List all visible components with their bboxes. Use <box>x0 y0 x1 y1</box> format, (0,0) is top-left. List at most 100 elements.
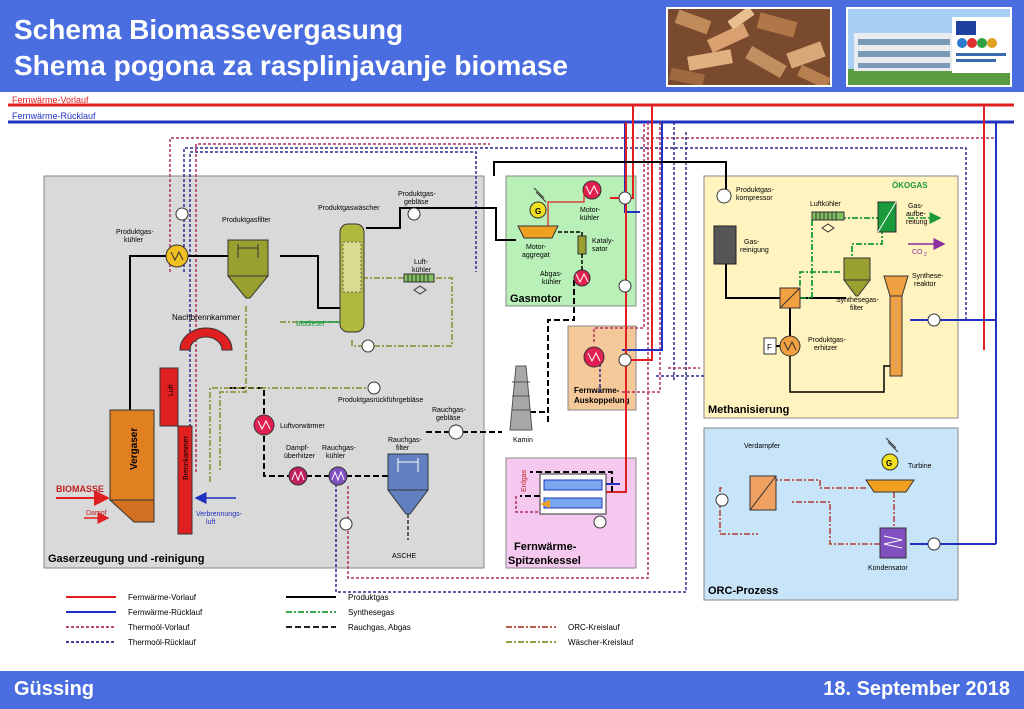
produktgaserhitzer-label-1: Produktgas- <box>808 337 846 344</box>
top-heating-lines: Fernwärme-Vorlauf Fernwärme-Rücklauf <box>8 95 1014 124</box>
product-gas-lines <box>129 161 846 412</box>
gasreinigung-label-1: Gas- <box>744 239 760 246</box>
gasmotor-components: G Motor- aggregat Motor- kühler Kataly- … <box>517 180 614 287</box>
legend-label: Rauchgas, Abgas <box>348 623 411 632</box>
legend: Fernwärme-VorlaufFernwärme-RücklaufTherm… <box>66 593 634 647</box>
pump-icon <box>927 313 941 327</box>
rauchgasfilter-label-1: Rauchgas- <box>388 437 423 444</box>
produktgasgeblaese-label-1: Produktgas- <box>398 191 436 198</box>
produktgasgeblaese: Produktgas- gebläse <box>398 191 436 221</box>
produktgaswaescher: Produktgaswäscher Biodiesel <box>296 205 380 333</box>
produktgaskuehler-label-1: Produktgas- <box>116 229 154 236</box>
pump-icon <box>175 207 189 221</box>
co2-subscript: 2 <box>924 252 927 258</box>
generator-icon: G <box>535 207 541 216</box>
synthesegasfilter-label-2: filter <box>850 305 864 312</box>
katalysator-label-2: sator <box>592 246 608 253</box>
title-german: Schema Biomassevergasung <box>14 14 404 45</box>
orc-section-box <box>703 427 959 601</box>
fw-auskoppelung-title-1: Fernwärme- <box>574 386 620 395</box>
methanisierung-section-title: Methanisierung <box>708 404 789 416</box>
footer-location: Güssing <box>14 678 95 700</box>
orc-generator-icon: G <box>886 459 892 468</box>
gas-section-title: Gaserzeugung und -reinigung <box>48 553 204 565</box>
motorkuehler-label-1: Motor- <box>580 207 601 214</box>
gasaufbereitung-label-1: Gas- <box>908 203 924 210</box>
produktgasfilter: Produktgasfilter <box>222 217 271 299</box>
verdampfer-label: Verdampfer <box>744 443 781 450</box>
legend-label: ORC-Kreislauf <box>568 623 620 632</box>
pump-icon <box>361 339 375 353</box>
motoraggregat-label-1: Motor- <box>526 244 547 251</box>
synthesereaktor-label-2: reaktor <box>914 281 936 288</box>
dampfueberhitzer-label-2: überhitzer <box>284 453 316 460</box>
luftkuehler-gas: Luft- kühler <box>403 259 435 295</box>
rauchgasgeblaese-label-2: gebläse <box>436 415 461 422</box>
pump-icon <box>339 517 353 531</box>
luftkuehler-gas-label-1: Luft- <box>414 259 429 266</box>
flue-gas-lines <box>230 280 613 497</box>
luftvorwaermer-label: Luftvorwärmer <box>280 423 325 430</box>
pump-icon <box>618 191 632 205</box>
spitzenkessel: Erdgas <box>521 469 607 515</box>
fw-auskoppelung-title-2: Auskoppelung <box>574 396 630 405</box>
building-photo <box>846 7 1012 87</box>
pump-icon <box>618 279 632 293</box>
wood-chips-photo <box>666 7 832 87</box>
fw-spitzen-title-2: Spitzenkessel <box>508 555 581 567</box>
luft-label: Luft <box>168 384 175 396</box>
pump-icon <box>927 537 941 551</box>
legend-label: Fernwärme-Vorlauf <box>128 593 197 602</box>
fw-auskoppelung-exchanger <box>583 346 605 368</box>
pump-icon <box>367 381 381 395</box>
dampfueberhitzer-label-1: Dampf- <box>286 445 310 452</box>
legend-label: Wäscher-Kreislauf <box>568 638 634 647</box>
gasmotor-section-title: Gasmotor <box>510 293 563 305</box>
rauchgaskuehler: Rauchgas- kühler <box>322 445 357 486</box>
header-bar: Schema Biomassevergasung Shema pogona za… <box>0 0 1024 92</box>
luftkuehler-meth-label: Luftkühler <box>810 201 841 208</box>
produktgaskompressor-label-1: Produktgas- <box>736 187 774 194</box>
produktgasrueckfuehr-label: Produktgasrückführgebläse <box>338 397 423 404</box>
legend-label: Produktgas <box>348 593 388 602</box>
vergaser-label: Vergaser <box>129 428 140 470</box>
biomasse-label: BIOMASSE <box>56 484 104 494</box>
title-croatian: Shema pogona za rasplinjavanje biomase <box>14 50 568 81</box>
biomass-gasification-diagram: Fernwärme-Vorlauf Fernwärme-Rücklauf Gas… <box>8 95 1014 647</box>
dampf-label: Dampf <box>86 510 107 517</box>
kamin-label: Kamin <box>513 437 533 444</box>
brennkammer: Brennkammer Luft <box>159 367 193 535</box>
co2-label: CO <box>912 249 923 256</box>
gasaufbereitung-label-2: aufbe- <box>906 211 927 218</box>
vorlauf-top-label: Fernwärme-Vorlauf <box>12 95 89 105</box>
fw-spitzen-title-1: Fernwärme- <box>514 541 577 553</box>
pump-icon <box>593 515 607 529</box>
f-box-label: F <box>767 343 772 352</box>
synthesegas-lines <box>799 217 883 299</box>
produktgasfilter-label: Produktgasfilter <box>222 217 271 224</box>
oekogas-label: ÖKOGAS <box>892 181 928 190</box>
ruecklauf-top-label: Fernwärme-Rücklauf <box>12 111 96 121</box>
rauchgaskuehler-label-2: kühler <box>326 453 346 460</box>
katalysator-label-1: Kataly- <box>592 238 614 245</box>
orc-section-title: ORC-Prozess <box>708 585 778 597</box>
gasreinigung-label-2: reinigung <box>740 247 769 254</box>
fw-auskoppelung-section-box <box>567 325 637 411</box>
vergaser: Vergaser <box>108 409 155 523</box>
abgaskuehler-label-1: Abgas- <box>540 271 563 278</box>
kondensator-label: Kondensator <box>868 565 908 572</box>
kamin: Kamin <box>509 365 533 444</box>
synthesereaktor-label-1: Synthese- <box>912 273 944 280</box>
legend-label: Synthesegas <box>348 608 394 617</box>
produktgaskuehler-label-2: kühler <box>124 237 144 244</box>
legend-label: Thermoöl-Rücklauf <box>128 638 196 647</box>
thermal-oil-lines <box>169 122 997 593</box>
abgaskuehler-label-2: kühler <box>542 279 562 286</box>
legend-label: Thermoöl-Vorlauf <box>128 623 190 632</box>
luftkuehler-gas-label-2: kühler <box>412 267 432 274</box>
pump-icon <box>618 353 632 367</box>
legend-label: Fernwärme-Rücklauf <box>128 608 203 617</box>
gas-section-box <box>43 175 485 569</box>
motorkuehler-label-2: kühler <box>580 215 600 222</box>
turbine-label: Turbine <box>908 463 932 470</box>
